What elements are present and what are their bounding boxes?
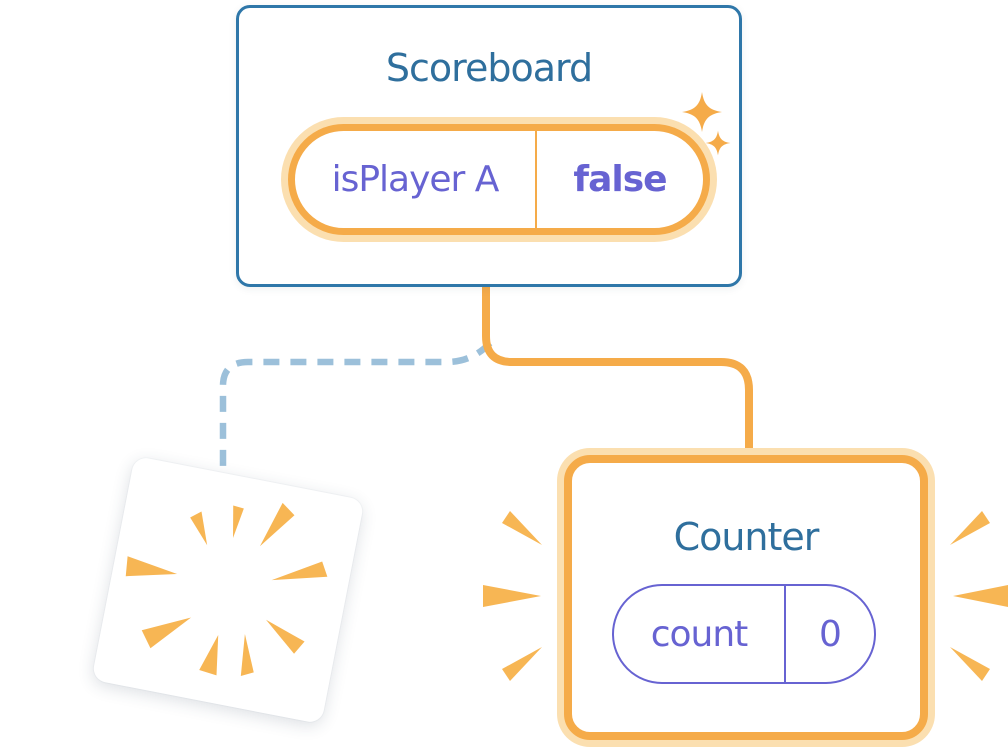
counter-card: Counter count 0	[564, 455, 928, 740]
scoreboard-state-pill: isPlayer A false	[288, 124, 710, 235]
state-pill-value-section: false	[537, 131, 703, 228]
connector-dashed-line	[219, 340, 493, 468]
state-pill-value: false	[573, 159, 667, 200]
count-pill-value: 0	[819, 613, 842, 655]
connector-solid-line	[482, 280, 753, 462]
emphasis-burst-right-icon	[950, 511, 1008, 681]
destroyed-component-card	[91, 455, 365, 725]
counter-title: Counter	[673, 515, 820, 559]
emphasis-burst-left-icon	[483, 511, 542, 681]
state-pill-label-section: isPlayer A	[295, 131, 537, 228]
count-pill-label: count	[650, 613, 749, 655]
count-pill-value-section: 0	[786, 586, 874, 682]
poof-burst-icon	[125, 502, 328, 677]
scoreboard-title: Scoreboard	[385, 46, 593, 90]
scoreboard-card: Scoreboard isPlayer A false	[236, 5, 742, 287]
count-pill-label-section: count	[614, 586, 786, 682]
counter-state-pill: count 0	[612, 584, 876, 684]
state-pill-label: isPlayer A	[331, 159, 500, 200]
